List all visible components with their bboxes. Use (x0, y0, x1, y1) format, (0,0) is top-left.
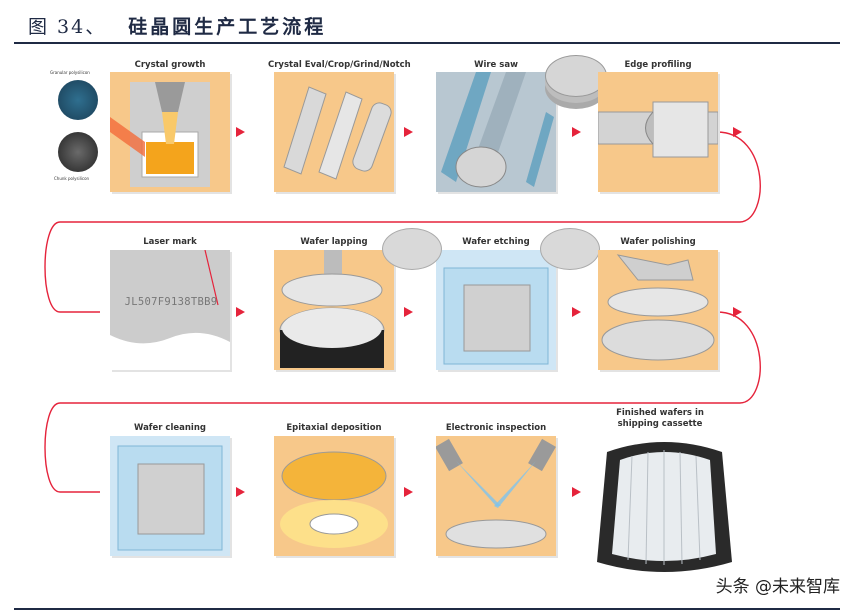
figure-header: 图 34、 硅晶圆生产工艺流程 (28, 10, 326, 40)
arrow-9 (236, 487, 245, 497)
arrow-11 (572, 487, 581, 497)
step-label-wire-saw: Wire saw (474, 60, 518, 70)
bottom-rule (14, 608, 840, 610)
step-card-crystal-eval (274, 72, 394, 192)
arrow-1 (236, 127, 245, 137)
step-card-crystal-growth (110, 72, 230, 192)
etching-wafer-left (382, 228, 442, 270)
arrow-8 (733, 307, 742, 317)
row2-to-row3-connector (44, 311, 761, 493)
arrow-5 (236, 307, 245, 317)
step-label-wafer-lapping: Wafer lapping (300, 237, 368, 247)
step-card-edge-profiling (598, 72, 718, 192)
step-label-crystal-eval: Crystal Eval/Crop/Grind/Notch (268, 60, 411, 70)
arrow-3 (572, 127, 581, 137)
crystal-growth-illustration (110, 82, 210, 187)
step-label-laser-mark: Laser mark (143, 237, 197, 247)
epitaxial-deposition-illustration (280, 451, 388, 548)
arrow-6 (404, 307, 413, 317)
row1-to-row2-connector (44, 131, 761, 313)
watermark-text: 头条 @未来智库 (715, 577, 840, 597)
step-card-epitaxial-deposition (274, 436, 394, 556)
step-card-wafer-cleaning (110, 436, 230, 556)
step-label-edge-profiling: Edge profiling (624, 60, 692, 70)
electronic-inspection-illustration (436, 438, 556, 549)
top-rule (14, 42, 840, 44)
arrow-2 (404, 127, 413, 137)
step-card-wire-saw (436, 72, 556, 192)
step-label-finished-wafers: Finished wafers in shipping cassette (600, 408, 720, 430)
step-label-electronic-inspection: Electronic inspection (445, 423, 547, 433)
ingots-illustration (283, 86, 392, 180)
laser-mark-illustration (110, 250, 230, 370)
figure-number: 图 34、 (28, 15, 107, 38)
chunk-polysilicon-inset (58, 132, 98, 172)
step-label-wafer-cleaning: Wafer cleaning (134, 423, 206, 433)
step-label-wafer-etching: Wafer etching (462, 237, 530, 247)
step-label-finished-wafers-line1: Finished wafers in (616, 408, 704, 418)
arrow-10 (404, 487, 413, 497)
step-card-wafer-lapping (274, 250, 394, 370)
etching-wafer-right (540, 228, 600, 270)
edge-profiling-illustration (598, 101, 718, 158)
step-card-electronic-inspection (436, 436, 556, 556)
step-card-laser-mark (110, 250, 230, 370)
step-label-finished-wafers-line2: shipping cassette (617, 419, 703, 429)
arrow-7 (572, 307, 581, 317)
wafer-polishing-illustration (601, 254, 715, 361)
chunk-polysilicon-label: Chunk polysilicon (54, 176, 90, 181)
step-label-wafer-polishing: Wafer polishing (620, 237, 696, 247)
step-label-epitaxial-deposition: Epitaxial deposition (286, 423, 382, 433)
step-card-wafer-etching (436, 250, 556, 370)
granular-polysilicon-inset (58, 80, 98, 120)
wire-saw-illustration (436, 72, 556, 192)
step-label-crystal-growth: Crystal growth (134, 60, 206, 70)
step-card-wafer-polishing (598, 250, 718, 370)
wafer-lapping-illustration (279, 250, 385, 368)
laser-code-text: JL507F9138TBB9 (124, 296, 218, 308)
arrow-4 (733, 127, 742, 137)
wafer-etching-illustration (443, 267, 549, 365)
shipping-cassette (592, 432, 737, 580)
figure-title: 硅晶圆生产工艺流程 (128, 15, 327, 38)
granular-polysilicon-label: Granular polysilicon (50, 70, 90, 75)
shipping-cassette-illustration (597, 442, 732, 572)
wafer-cleaning-illustration (117, 445, 223, 551)
